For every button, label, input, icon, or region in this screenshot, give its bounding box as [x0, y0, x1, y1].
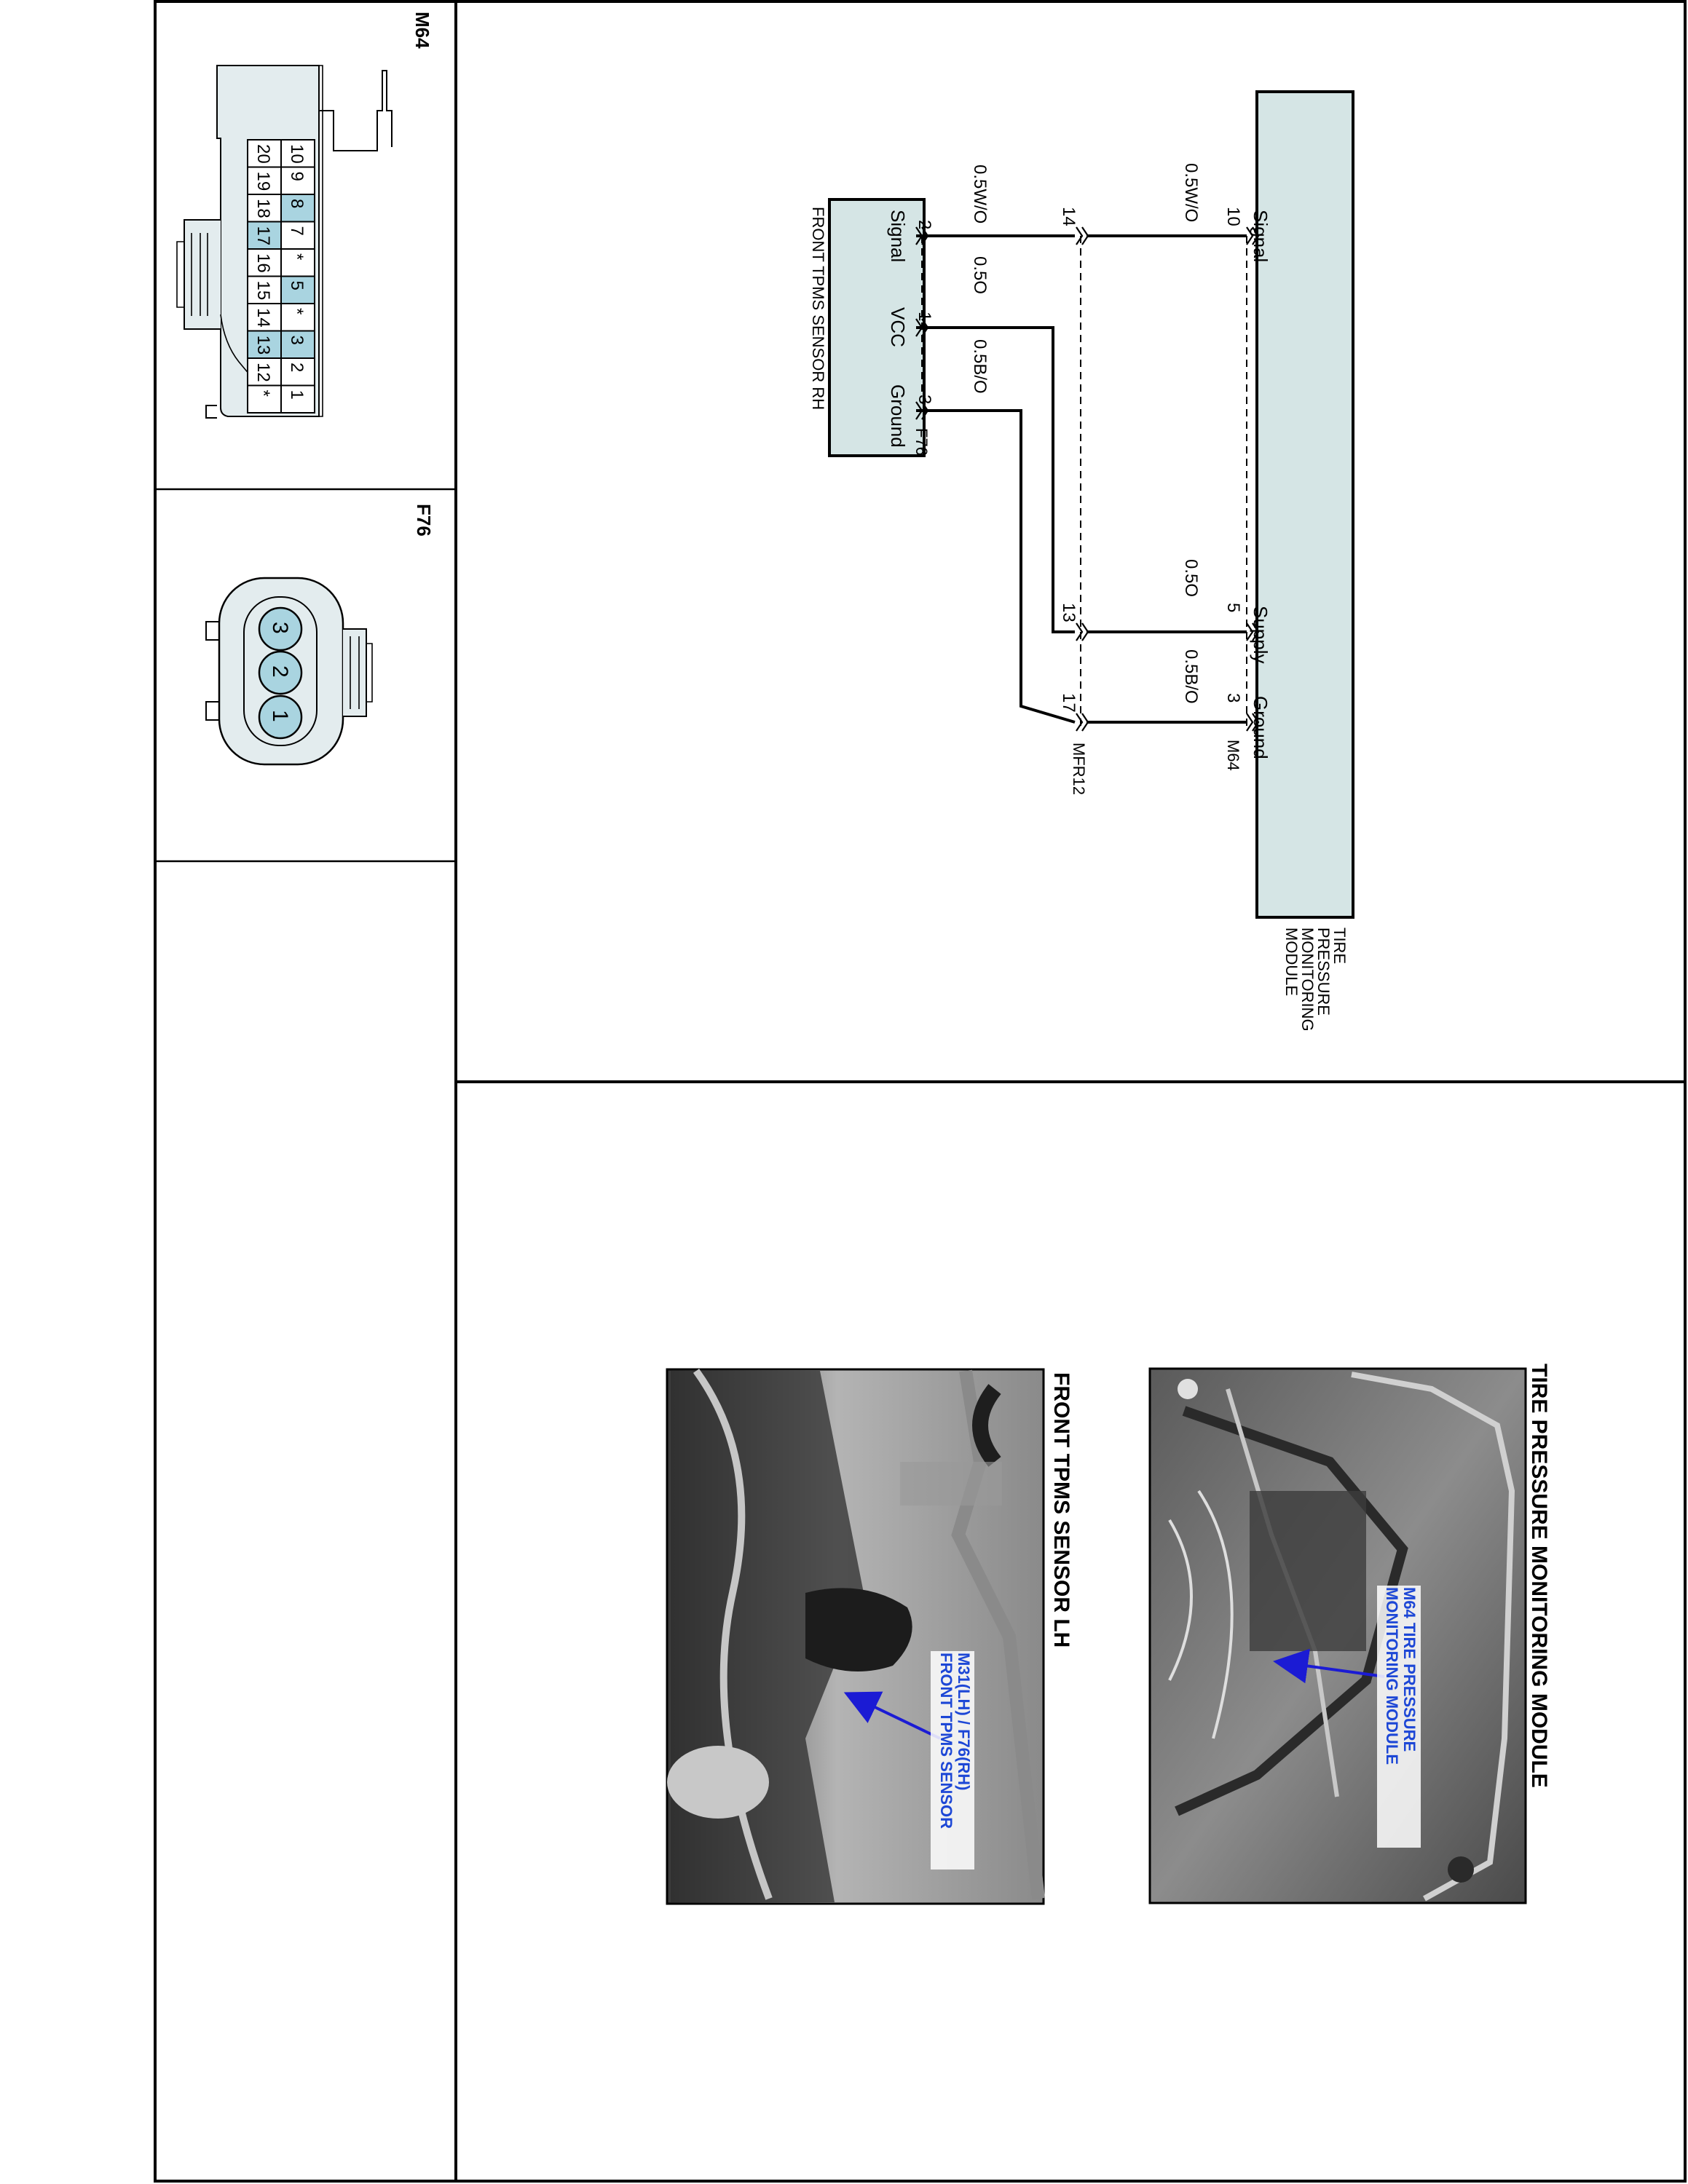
- f76-connector-label: F76: [413, 504, 435, 537]
- module-name: PRESSURE: [1314, 927, 1333, 1016]
- m64-pin-label: *: [253, 390, 273, 397]
- module-pin-number: 5: [1223, 603, 1243, 612]
- m64-pin-label: 15: [253, 281, 273, 301]
- module-pin-name: Supply: [1250, 606, 1271, 664]
- junction-id: MFR12: [1070, 743, 1088, 795]
- m64-pin-label: 14: [253, 308, 273, 328]
- module-callout-text: MONITORING MODULE: [1383, 1587, 1401, 1765]
- m64-pin-label: 5: [287, 281, 307, 290]
- m64-pin-cell: [280, 248, 315, 277]
- sensor-pin-name: VCC: [887, 307, 909, 347]
- m64-pin-label: 18: [253, 199, 273, 218]
- wire-label: 0.5W/O: [1181, 163, 1201, 222]
- wire-label: 0.5B/O: [1181, 649, 1201, 704]
- m64-pin-cell: [280, 303, 315, 332]
- module-name: TIRE: [1330, 927, 1349, 964]
- module-callout-box: [1377, 1586, 1421, 1848]
- junction-pin-number: 13: [1059, 603, 1078, 622]
- wire-label: 0.5O: [1181, 559, 1201, 597]
- f76-connector-panel: 3 2 1 F76: [155, 491, 456, 861]
- m64-connector-label: M64: [411, 12, 433, 49]
- m64-pin-label: 20: [253, 144, 273, 164]
- m64-pin-label: *: [287, 308, 307, 314]
- module-pin-name: Ground: [1250, 696, 1271, 759]
- m64-pin-cell: [247, 139, 282, 168]
- tpms-sensor-box: [828, 198, 926, 457]
- sensor-pin-name: Signal: [887, 210, 909, 262]
- tpms-module-box: [1255, 90, 1354, 919]
- sensor-photo: [666, 1368, 1045, 1905]
- m64-pin-label: *: [287, 253, 307, 260]
- f76-pin-label: 1: [268, 710, 292, 722]
- sensor-pin-number: 2: [915, 220, 934, 229]
- sensor-callout-arrow: [843, 1691, 941, 1740]
- module-pin-number: 10: [1223, 207, 1243, 226]
- module-photo: [1148, 1367, 1527, 1904]
- m64-pin-label: 8: [287, 199, 307, 208]
- sensor-pin-number: 1: [915, 312, 934, 321]
- sensor-pin-number: 3: [915, 395, 934, 404]
- m64-pin-label: 9: [287, 172, 307, 181]
- module-callout-arrow: [1273, 1648, 1385, 1684]
- sensor-callout-box: [931, 1651, 974, 1870]
- module-name: MONITORING: [1298, 927, 1317, 1032]
- m64-pin-label: 19: [253, 172, 273, 191]
- module-callout-text: M64 TIRE PRESSURE: [1400, 1587, 1419, 1752]
- m64-pin-label: 1: [287, 390, 307, 400]
- sensor-pin-name: Ground: [887, 384, 909, 448]
- f76-pin: [258, 650, 303, 695]
- wiring-schematic: SignalSupplyGround1053M64TIREPRESSUREMON…: [809, 90, 1354, 1032]
- f76-pin-label: 2: [268, 665, 292, 678]
- module-photo-title: TIRE PRESSURE MONITORING MODULE: [1527, 1364, 1551, 1788]
- wire-label: 0.5O: [970, 256, 990, 294]
- module-connector-id: M64: [1224, 740, 1242, 771]
- sensor-callout-text: M31(LH) / F76(RH): [955, 1653, 973, 1790]
- junction-pin-number: 17: [1059, 693, 1078, 713]
- sensor-connector-id: F76: [912, 428, 931, 456]
- sensor-callout-text: FRONT TPMS SENSOR: [937, 1653, 955, 1829]
- m64-pin-label: 7: [287, 226, 307, 236]
- wire-label: 0.5W/O: [970, 165, 990, 223]
- m64-pin-cell: [247, 384, 282, 414]
- m64-pin-label: 17: [253, 226, 273, 246]
- junction-pin-number: 14: [1059, 207, 1078, 226]
- photos-section: TIRE PRESSURE MONITORING MODULE FRONT TPM…: [666, 1364, 1551, 1905]
- wire-label: 0.5B/O: [970, 339, 990, 394]
- f76-pin: [258, 695, 303, 740]
- f76-pin-label: 3: [268, 622, 292, 634]
- sensor-photo-title: FRONT TPMS SENSOR LH: [1049, 1372, 1073, 1647]
- m64-pin-label: 3: [287, 336, 307, 345]
- m64-pin-cell: [247, 194, 282, 223]
- m64-pin-cell: [247, 303, 282, 332]
- m64-pin-cell: [247, 221, 282, 250]
- module-pin-name: Signal: [1250, 210, 1271, 262]
- m64-pin-cell: [247, 166, 282, 195]
- module-pin-number: 3: [1223, 693, 1243, 703]
- f76-pin: [258, 606, 303, 652]
- m64-pin-label: 12: [253, 363, 273, 382]
- m64-pin-label: 2: [287, 363, 307, 372]
- sensor-name: FRONT TPMS SENSOR RH: [809, 207, 827, 410]
- f76-connector-drawing: 3 2 1: [205, 577, 373, 766]
- module-name: MODULE: [1282, 927, 1301, 996]
- m64-pin-label: 10: [287, 144, 307, 164]
- m64-pin-label: 13: [253, 336, 273, 355]
- m64-pin-label: 16: [253, 253, 273, 273]
